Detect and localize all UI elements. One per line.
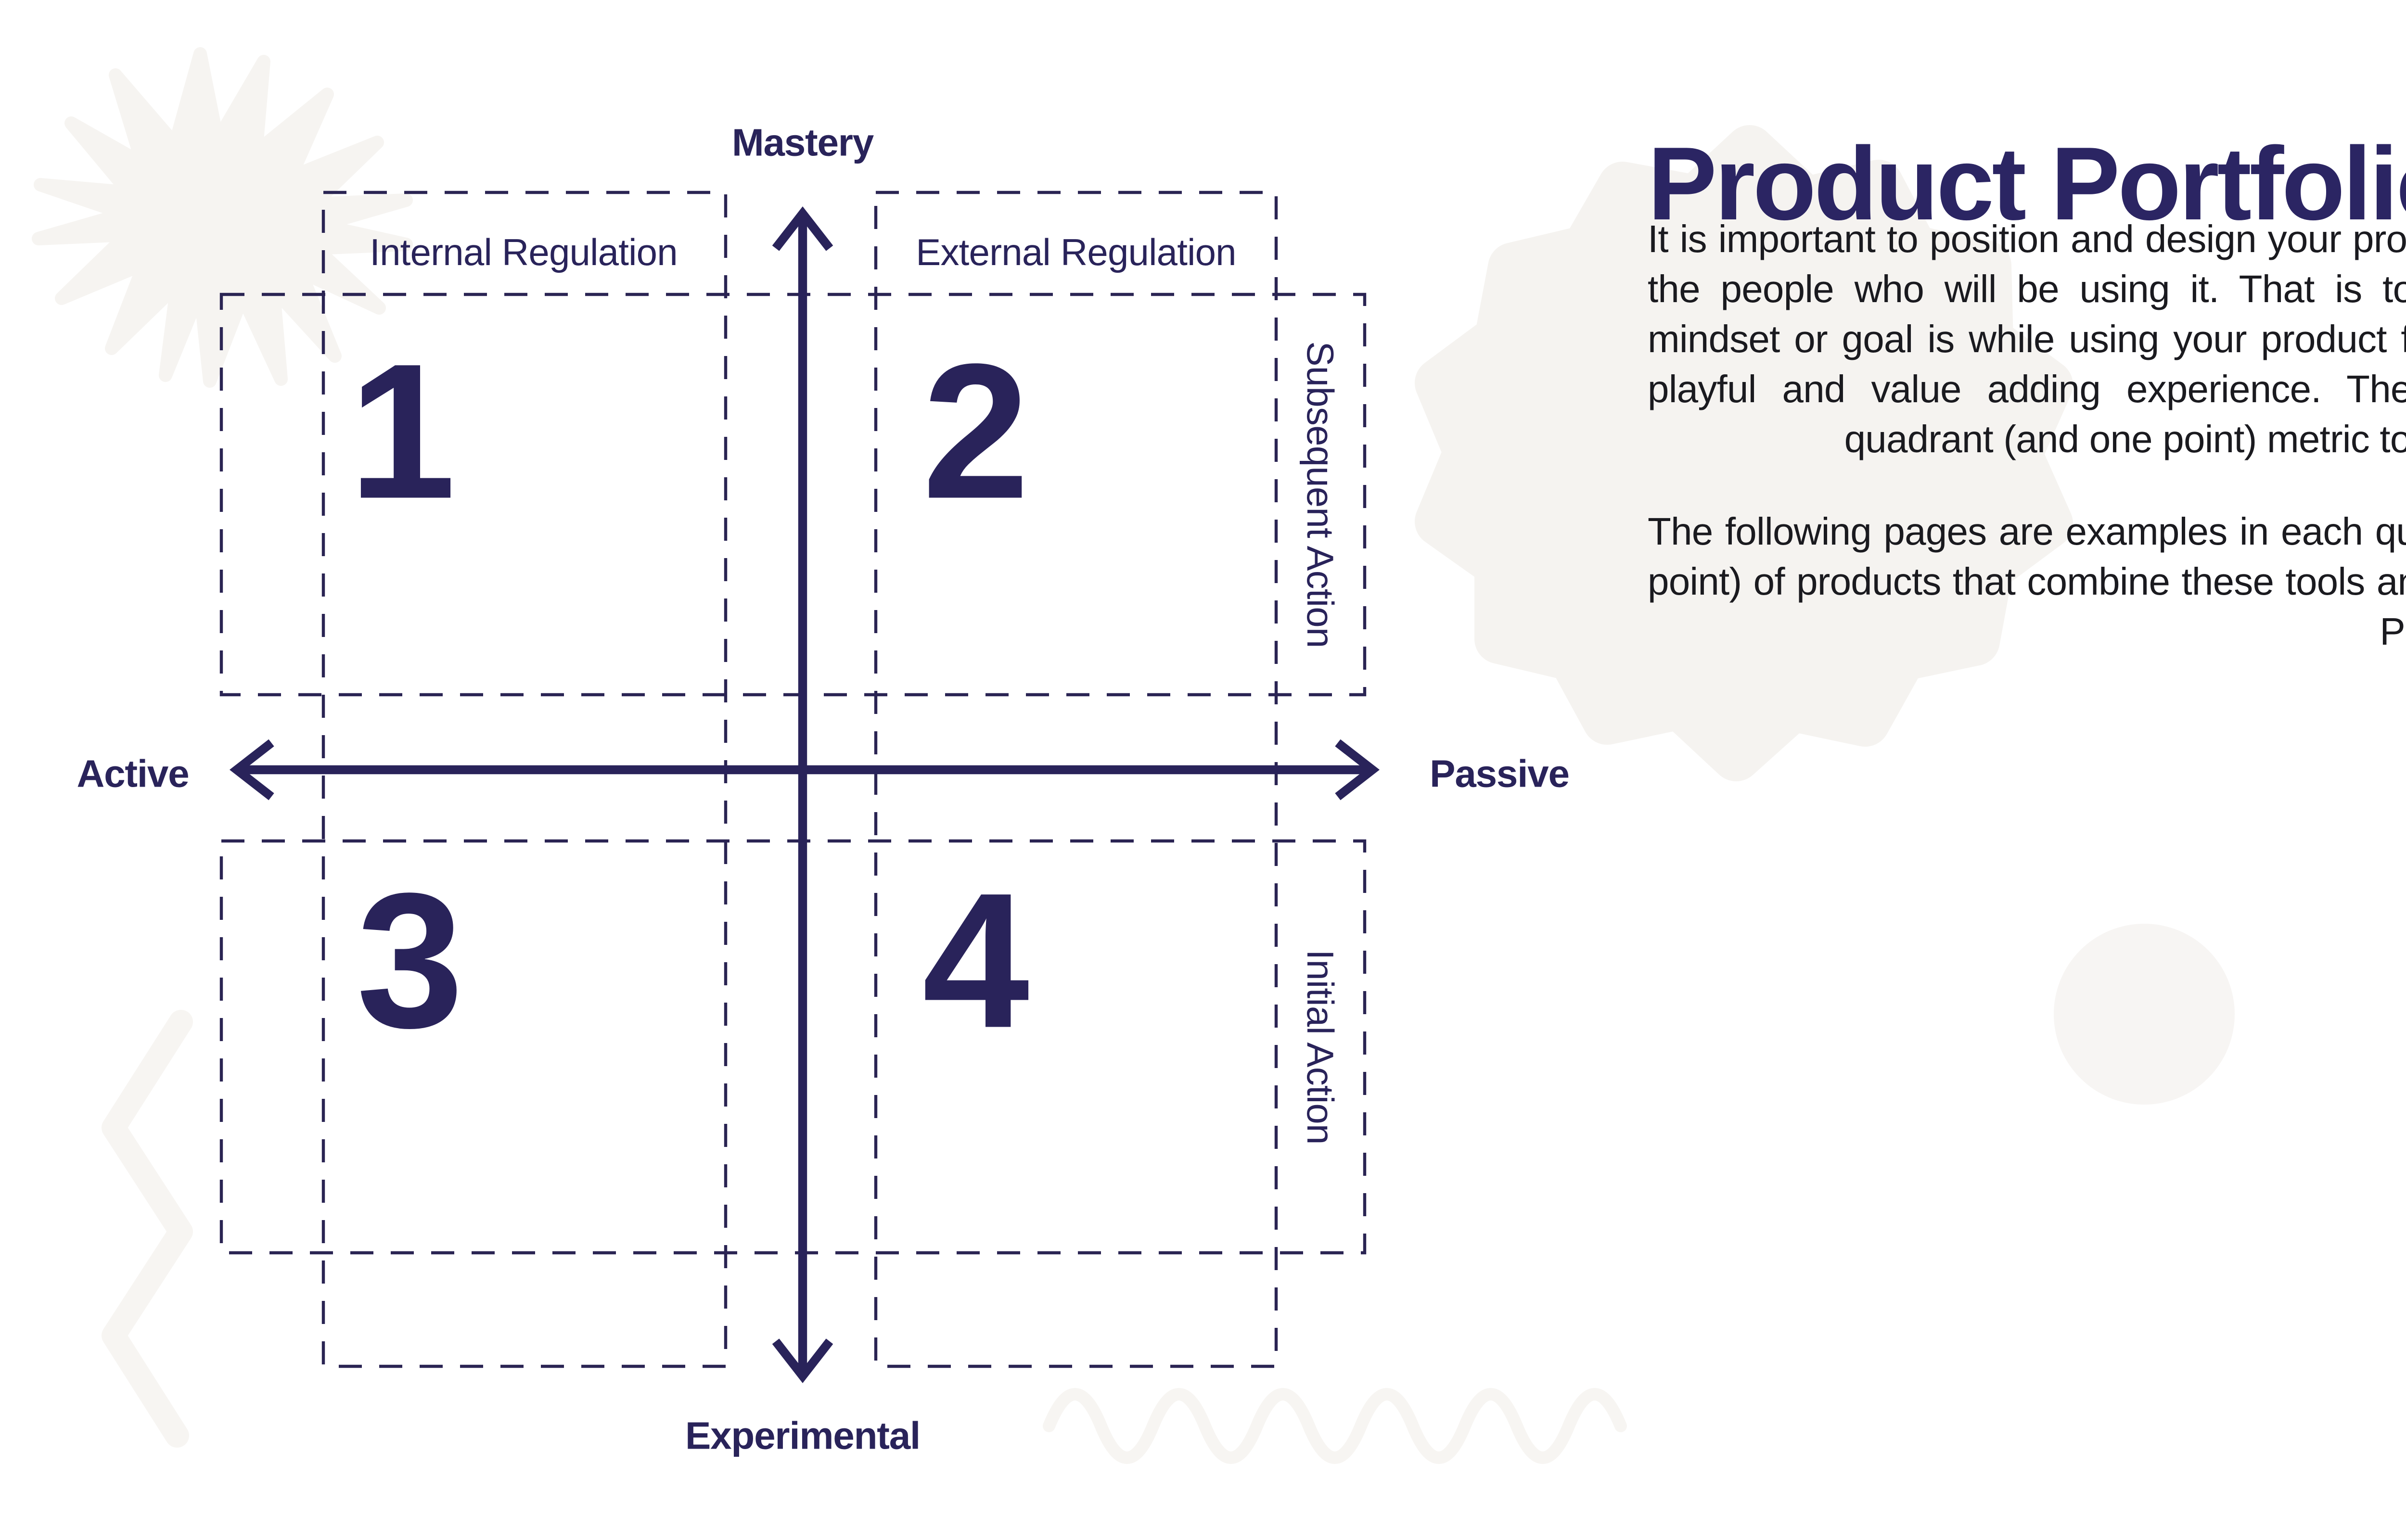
- quadrant-number-3: 3: [357, 853, 460, 1068]
- page-title: Product Portfolio Map: [1648, 127, 2406, 243]
- row-label-initial-action: Initial Action: [1299, 949, 1342, 1144]
- intro-paragraph-2: The following pages are examples in each…: [1648, 512, 2406, 654]
- axis-label-passive: Passive: [1430, 752, 1569, 795]
- arrow-left-icon: [230, 739, 274, 801]
- column-label-external-regulation: External Regulation: [916, 231, 1236, 273]
- quadrant-number-4: 4: [922, 853, 1031, 1068]
- starburst-icon: [32, 47, 413, 388]
- row-box-subsequent-action: [219, 293, 1367, 697]
- quadrant-number-2: 2: [922, 324, 1025, 539]
- wave-line-icon: [1043, 1388, 1627, 1464]
- axis-label-experimental: Experimental: [685, 1414, 920, 1457]
- row-label-subsequent-action: Subsequent Action: [1299, 342, 1342, 648]
- column-box-external-regulation: [874, 191, 1278, 1368]
- arrow-down-icon: [772, 1338, 833, 1383]
- arrow-up-icon: [772, 206, 833, 251]
- row-box-initial-action: [219, 839, 1367, 1255]
- decoration-layer: [32, 47, 2235, 1464]
- intro-paragraph-1: It is important to position and design y…: [1648, 219, 2406, 462]
- zigzag-line-icon: [102, 1010, 193, 1448]
- quadrant-number-1: 1: [349, 324, 452, 539]
- circle-dot-icon: [2054, 924, 2235, 1105]
- arrow-right-icon: [1335, 739, 1380, 801]
- column-label-internal-regulation: Internal Regulation: [370, 231, 678, 273]
- column-box-internal-regulation: [321, 191, 728, 1368]
- axis-label-active: Active: [77, 752, 189, 795]
- soft-star-icon: [1415, 125, 2073, 781]
- intro-copy: It is important to position and design y…: [1648, 216, 2406, 700]
- axis-label-mastery: Mastery: [732, 121, 874, 164]
